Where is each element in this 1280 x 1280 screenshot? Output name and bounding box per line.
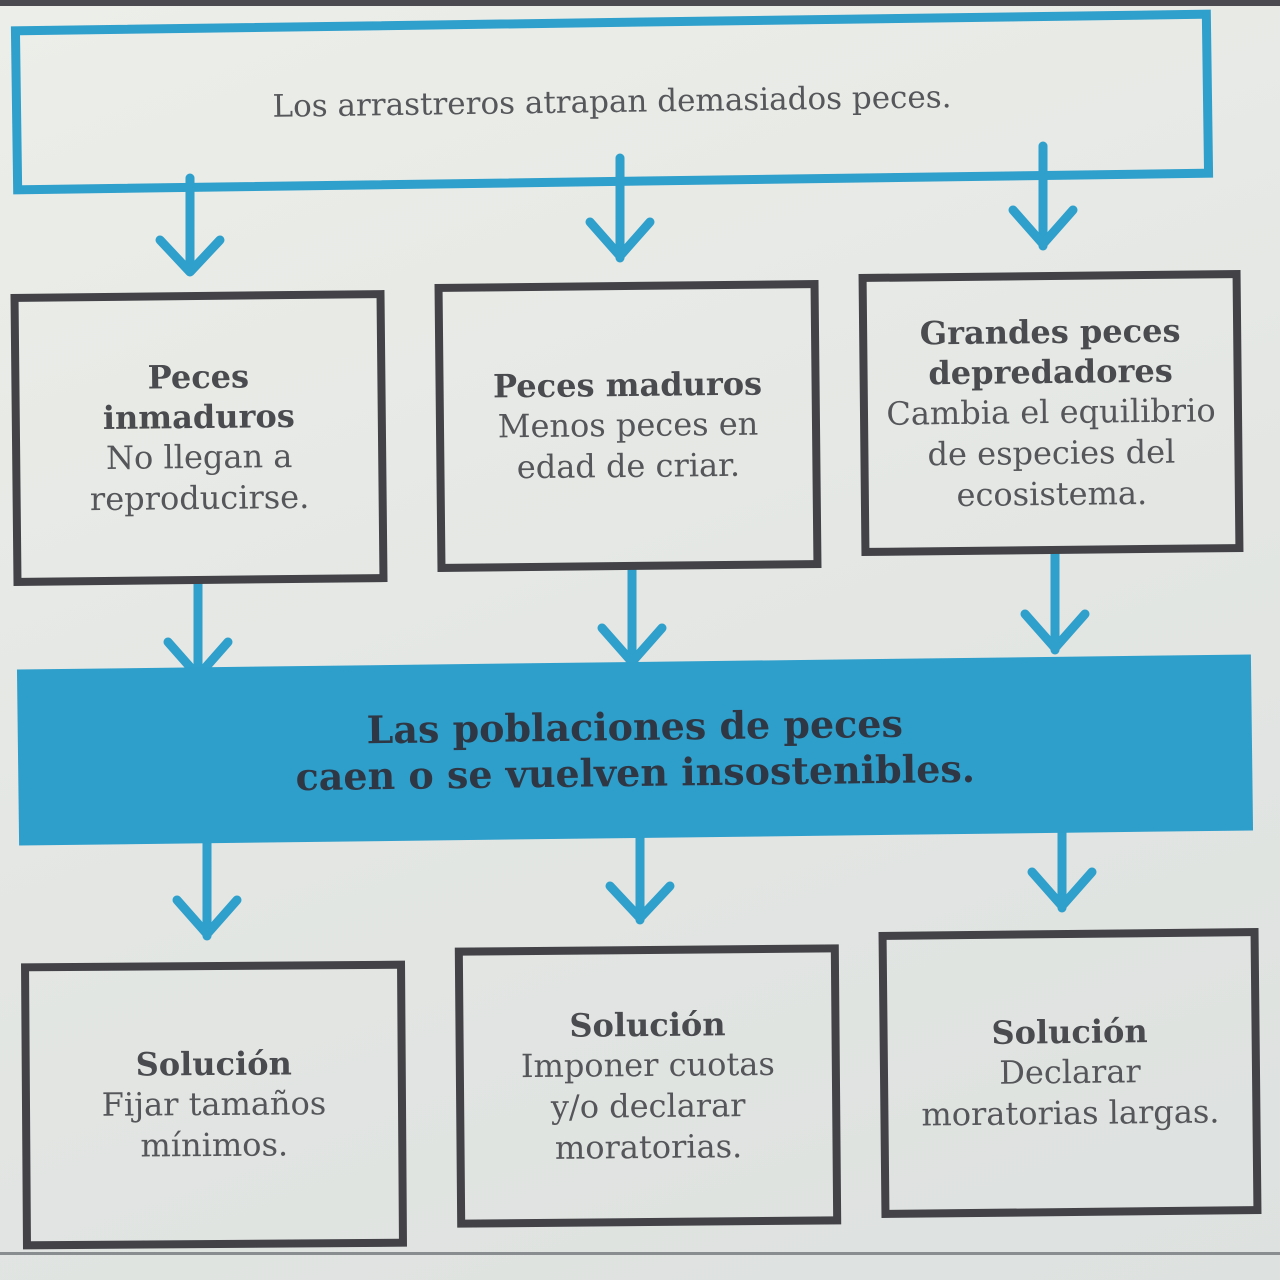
effect-title: Peces: [147, 357, 250, 397]
effect-text: de especies del: [927, 432, 1176, 473]
effect-box-immature: Peces inmaduros No llegan a reproducirse…: [10, 290, 388, 586]
solution-text: moratorias.: [554, 1126, 743, 1167]
solution-box-3: Solución Declarar moratorias largas.: [878, 928, 1262, 1218]
arrow-cause-to-effect-2: [585, 153, 655, 263]
solution-text: Declarar: [999, 1052, 1141, 1092]
consequence-line: Las poblaciones de peces: [366, 700, 904, 753]
solution-title: Solución: [135, 1044, 292, 1084]
effect-text: Cambia el equilibrio: [886, 390, 1216, 433]
effect-text: Menos peces en: [497, 404, 759, 446]
solution-box-2: Solución Imponer cuotas y/o declarar mor…: [454, 944, 842, 1228]
top-rule: [0, 0, 1280, 6]
solution-text: y/o declarar: [550, 1085, 746, 1126]
effect-text: reproducirse.: [89, 477, 310, 519]
arrow-effect-1-to-band: [163, 577, 233, 683]
arrow-band-to-solution-1: [172, 835, 242, 941]
effect-title: Grandes peces: [919, 311, 1181, 352]
solution-title: Solución: [569, 1004, 726, 1045]
arrow-cause-to-effect-3: [1008, 141, 1078, 251]
effect-text: ecosistema.: [956, 473, 1148, 514]
effect-box-mature: Peces maduros Menos peces en edad de cri…: [434, 279, 822, 573]
effect-box-predators: Grandes peces depredadores Cambia el equ…: [858, 270, 1244, 556]
arrow-cause-to-effect-1: [155, 173, 225, 277]
arrow-effect-2-to-band: [597, 563, 667, 669]
solution-text: moratorias largas.: [921, 1092, 1220, 1134]
arrow-band-to-solution-2: [605, 821, 675, 925]
effect-text: edad de criar.: [516, 445, 741, 487]
effect-title: depredadores: [928, 351, 1173, 392]
effect-title: inmaduros: [102, 396, 295, 438]
consequence-band: Las poblaciones de peces caen o se vuelv…: [16, 654, 1254, 846]
bottom-rule: [0, 1252, 1280, 1255]
solution-box-1: Solución Fijar tamaños mínimos.: [21, 960, 407, 1250]
solution-text: mínimos.: [140, 1125, 289, 1165]
consequence-line: caen o se vuelven insostenibles.: [295, 745, 976, 800]
effect-text: No llegan a: [105, 437, 293, 477]
effect-title: Peces maduros: [492, 364, 763, 406]
solution-title: Solución: [991, 1012, 1148, 1052]
arrow-effect-3-to-band: [1020, 547, 1090, 655]
solution-text: Fijar tamaños: [101, 1084, 327, 1124]
solution-text: Imponer cuotas: [520, 1044, 775, 1085]
